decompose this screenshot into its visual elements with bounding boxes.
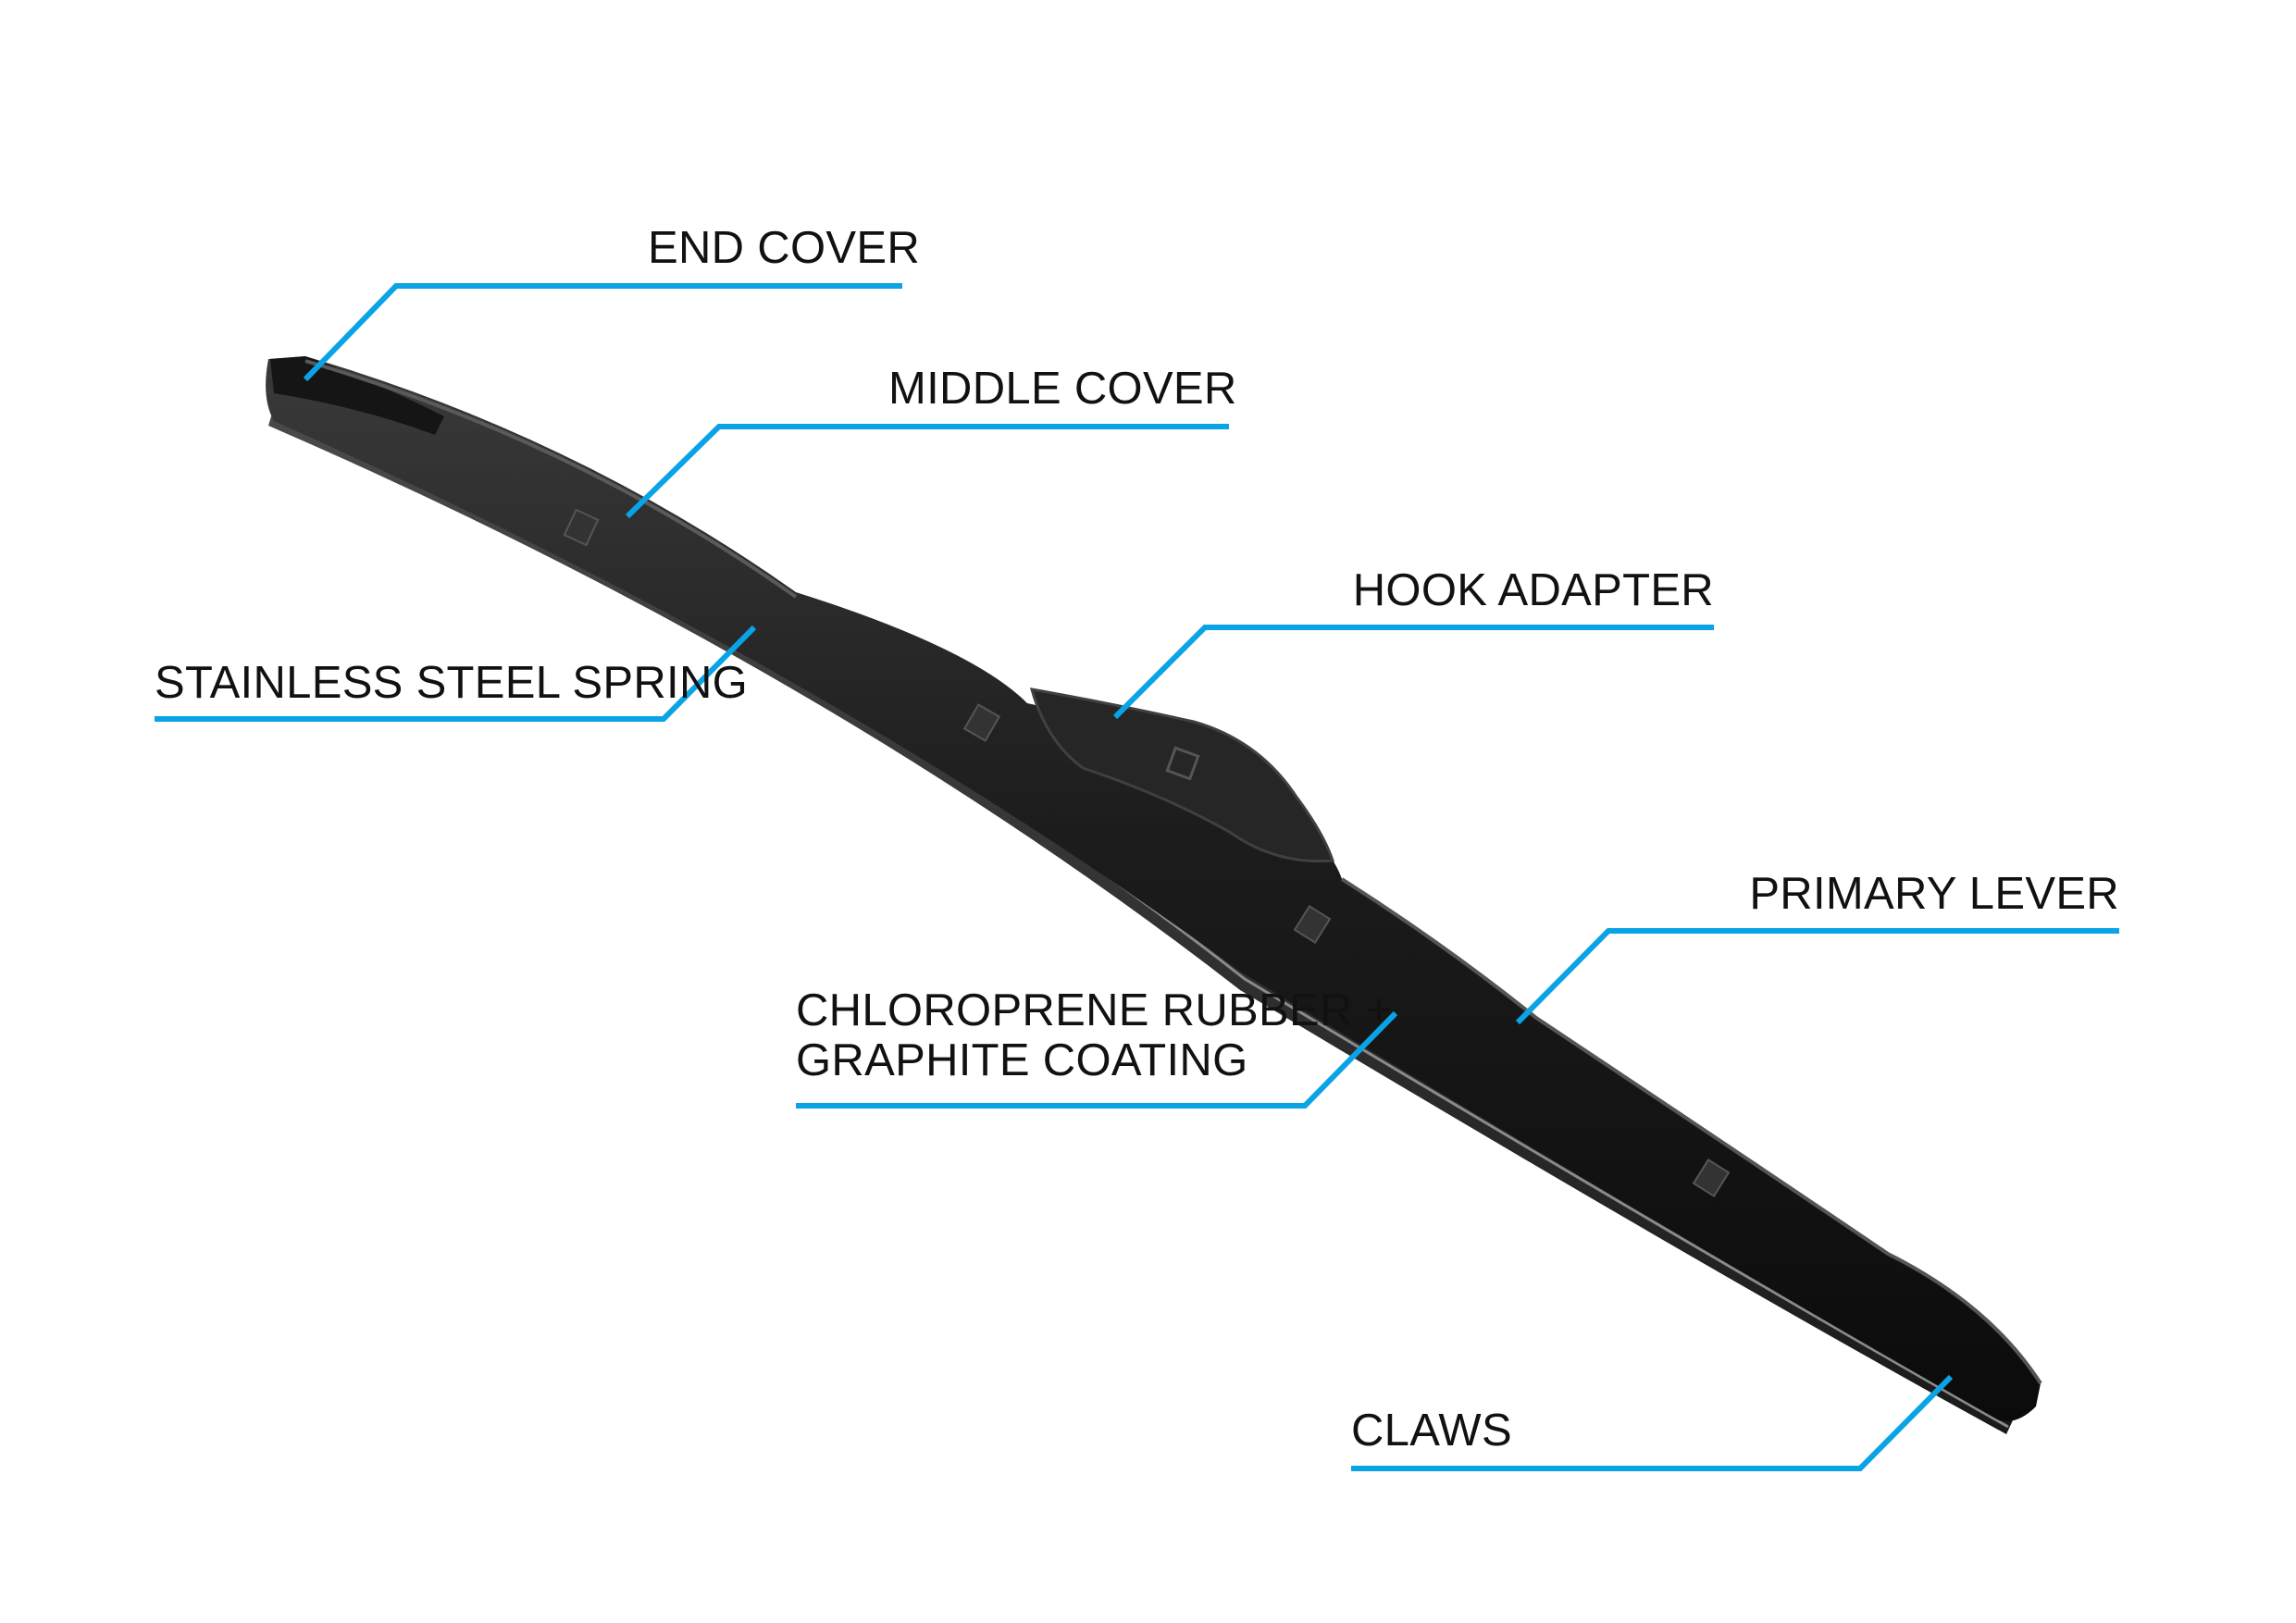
wiper-blade	[266, 356, 2042, 1434]
adapter-button	[1165, 746, 1200, 781]
leader-claws	[1351, 1374, 1954, 1471]
label-stainless-steel-spring: STAINLESS STEEL SPRING	[155, 658, 749, 708]
leader-middle-cover	[625, 424, 1229, 519]
label-middle-cover: MIDDLE COVER	[888, 364, 1237, 414]
leader-rubber	[796, 1010, 1398, 1109]
blade-highlight-2	[1340, 877, 2042, 1385]
label-primary-lever: PRIMARY LEVER	[1749, 869, 2119, 919]
leader-end-cover	[303, 283, 902, 382]
leader-lines	[155, 283, 2119, 1471]
claws	[563, 508, 1731, 1197]
label-hook-adapter: HOOK ADAPTER	[1352, 565, 1714, 615]
label-claws: CLAWS	[1351, 1406, 1512, 1456]
leader-primary-lever	[1515, 928, 2119, 1025]
leader-hook-adapter	[1112, 625, 1714, 720]
end-cover-cap	[270, 356, 444, 435]
label-end-cover: END COVER	[648, 223, 921, 273]
blade-highlight	[304, 359, 798, 599]
leader-stainless-steel-spring	[155, 625, 757, 722]
label-rubber-line2: GRAPHITE COATING	[796, 1035, 1248, 1085]
label-rubber-line1: CHLOROPRENE RUBBER +	[796, 985, 1393, 1035]
blade-body	[266, 356, 2041, 1421]
